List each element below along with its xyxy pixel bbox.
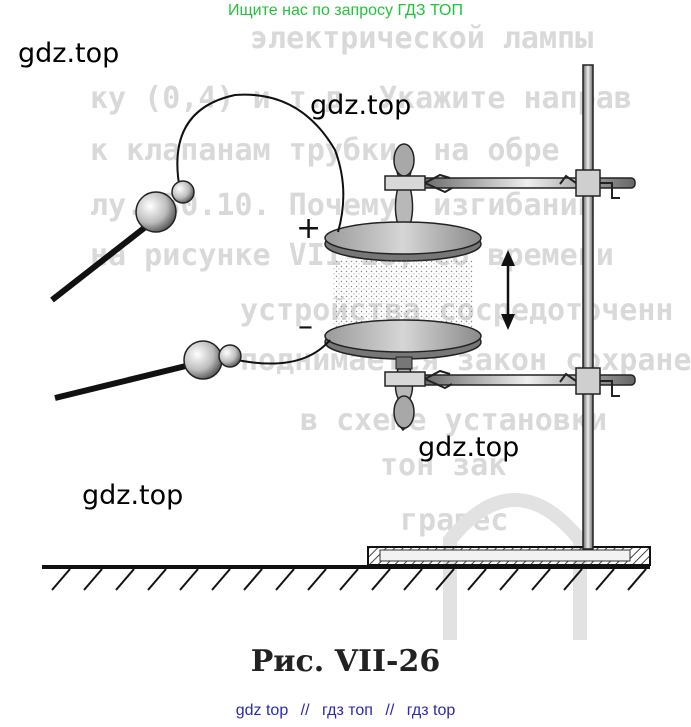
watermark-bottom-left: gdz.top [82, 480, 184, 511]
lower-electrode [54, 340, 242, 401]
svg-text:тон зак: тон зак [380, 448, 506, 483]
lower-rod-clamp [559, 367, 620, 397]
watermark-mid-right: gdz.top [418, 432, 520, 463]
footer-links: gdz top // гдз топ // гдз top [0, 702, 691, 720]
background-arch [443, 493, 587, 640]
svg-text:электрической лампы: электрической лампы [250, 21, 593, 56]
figure-caption: Рис. VII-26 [250, 644, 441, 679]
footer-link-2[interactable]: гдз топ [322, 702, 373, 719]
top-banner[interactable]: Ищите нас по запросу ГДЗ ТОП [228, 2, 463, 19]
watermark-top-left: gdz.top [18, 38, 120, 69]
lower-wire [227, 339, 331, 365]
watermark-top-center: gdz.top [310, 90, 412, 121]
svg-text:к клапанам трубки, на обре: к клапанам трубки, на обре [90, 133, 560, 168]
dust-particles [333, 260, 473, 330]
upper-wire [176, 93, 345, 233]
stand-rod [582, 64, 594, 550]
lower-disc [324, 319, 482, 360]
footer-link-3[interactable]: гдз top [406, 702, 456, 719]
upper-rod-clamp [559, 169, 620, 199]
footer-separator-1: // [300, 702, 310, 719]
upper-disc [324, 221, 482, 262]
plus-sign: + [296, 211, 321, 246]
upper-electrode [50, 180, 195, 303]
svg-text:в схеме установки: в схеме установки [300, 403, 607, 438]
experiment-diagram: электрической лампы ку (0,4) и т.д. Укаж… [42, 21, 691, 640]
footer-link-1[interactable]: gdz top [235, 702, 289, 719]
upper-insulator [384, 143, 453, 238]
table-surface [42, 565, 650, 591]
lower-insulator [384, 356, 453, 432]
minus-sign: – [298, 309, 313, 344]
motion-arrow [501, 250, 515, 330]
stand-base-top [379, 549, 631, 562]
svg-text:ку (0,4) и т.д. Укажите направ: ку (0,4) и т.д. Укажите направ [90, 81, 632, 116]
footer-separator-2: // [385, 702, 395, 719]
